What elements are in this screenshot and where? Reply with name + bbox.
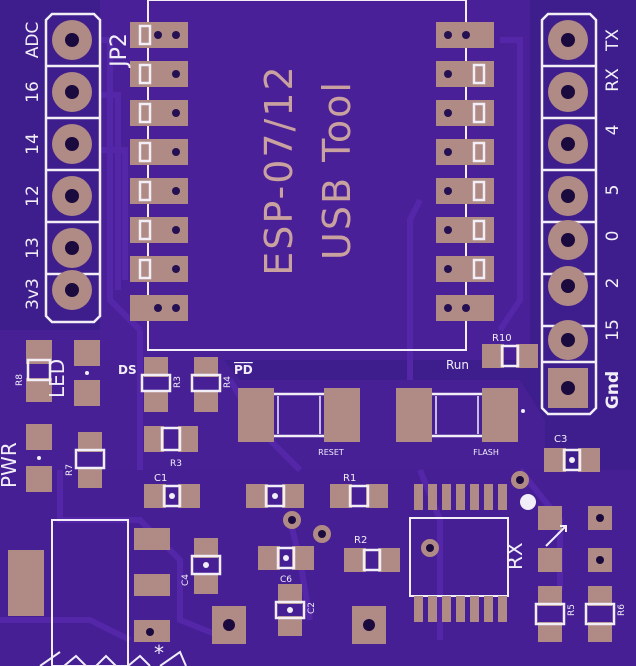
label-r5: R5 xyxy=(567,604,577,616)
esp-right-pads xyxy=(436,22,494,321)
left-label-adc: ADC xyxy=(23,22,43,59)
bottom-pads xyxy=(212,606,386,644)
connector-label-jp2: JP2 xyxy=(107,33,132,69)
r2-group: R2 xyxy=(344,535,400,572)
label-r3-top: R3 xyxy=(173,376,183,388)
right-label-tx: TX xyxy=(603,29,623,52)
label-led: LED xyxy=(45,359,69,398)
board-title: ESP-07/12 USB Tool xyxy=(257,64,359,275)
buttons-group: RESET FLASH xyxy=(238,388,525,457)
label-r8: R8 xyxy=(15,374,25,386)
c6-group: C6 xyxy=(258,546,314,585)
title-line-2: USB Tool xyxy=(315,80,359,260)
label-r2: R2 xyxy=(354,535,367,546)
left-label-12: 12 xyxy=(23,185,43,207)
label-r10: R10 xyxy=(492,333,512,344)
left-label-16: 16 xyxy=(23,81,43,103)
label-rx: RX xyxy=(503,542,527,570)
r5-r6-group: R5 R6 xyxy=(534,586,627,642)
right-label-gnd: Gnd xyxy=(603,371,623,409)
c1-group: C1 xyxy=(144,473,200,508)
pwr-r7-group: PWR R7 xyxy=(0,424,106,492)
label-c3: C3 xyxy=(554,434,567,445)
c4-group: C4 xyxy=(181,538,222,594)
esp-module-outline xyxy=(147,0,467,351)
led-r8-group: R8 LED xyxy=(15,340,100,406)
right-label-4: 4 xyxy=(603,125,623,136)
left-label-3v3: 3v3 xyxy=(23,278,43,310)
right-label-2: 2 xyxy=(603,278,623,289)
label-pd: PD xyxy=(234,363,253,377)
run-r10-group: Run R10 xyxy=(446,333,538,372)
label-r4: R4 xyxy=(223,376,233,388)
cap-small-left xyxy=(246,484,304,529)
usb-footprint: * xyxy=(8,519,187,666)
right-label-5: 5 xyxy=(603,185,623,196)
label-star: * xyxy=(154,641,164,665)
right-label-rx: RX xyxy=(603,68,623,92)
label-r6: R6 xyxy=(617,604,627,616)
right-label-0: 0 xyxy=(603,231,623,242)
right-label-15: 15 xyxy=(603,319,623,341)
right-header: TX RX 4 5 0 2 15 Gnd xyxy=(540,12,623,416)
label-c4: C4 xyxy=(181,574,191,586)
left-header: ADC 16 14 12 13 3v3 JP2 xyxy=(23,12,132,324)
label-r3-bottom: R3 xyxy=(170,459,182,469)
label-r7: R7 xyxy=(65,464,75,476)
c2-group: C2 xyxy=(274,584,317,636)
esp-left-pads xyxy=(130,22,188,321)
label-reset: RESET xyxy=(318,448,344,457)
r1-group: R1 xyxy=(313,473,388,543)
rx-led-group: RX xyxy=(503,506,612,572)
label-flash: FLASH xyxy=(473,448,499,457)
usb-serial-ic xyxy=(409,471,536,622)
c3-group: C3 xyxy=(544,434,600,472)
label-c2: C2 xyxy=(307,602,317,614)
label-run: Run xyxy=(446,358,469,372)
label-r1: R1 xyxy=(343,473,356,484)
left-label-13: 13 xyxy=(23,237,43,259)
left-label-14: 14 xyxy=(23,133,43,155)
label-c6: C6 xyxy=(280,575,292,585)
ds-r3-r4-group: DS R3 R4 PD R3 xyxy=(118,357,253,469)
label-pwr: PWR xyxy=(0,442,21,488)
label-c1: C1 xyxy=(154,473,167,484)
title-line-1: ESP-07/12 xyxy=(257,64,301,275)
label-ds: DS xyxy=(118,363,137,377)
